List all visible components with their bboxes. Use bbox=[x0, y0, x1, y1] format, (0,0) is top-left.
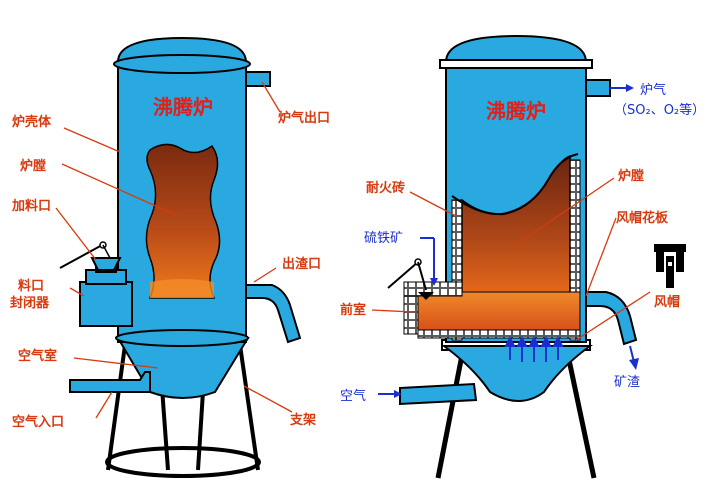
right-support-frame bbox=[435, 354, 597, 479]
label-gas: 炉气 bbox=[640, 82, 666, 98]
label-feed-seal-1: 料口 bbox=[18, 278, 44, 294]
left-leader-lines bbox=[55, 81, 293, 419]
right-gas-outlet-pipe bbox=[585, 79, 611, 97]
label-gas-note: （SO₂、O₂等） bbox=[614, 102, 705, 118]
left-slag-outlet-pipe bbox=[245, 284, 302, 344]
left-chamber-window bbox=[145, 143, 221, 299]
air-cap-plate bbox=[417, 329, 581, 339]
right-leader-lines bbox=[371, 177, 651, 341]
air-arrow bbox=[378, 390, 402, 398]
left-shell-bottom-rim bbox=[115, 329, 249, 347]
air-flow-arrows bbox=[504, 335, 564, 362]
label-feed-port: 加料口 bbox=[11, 198, 51, 214]
pyrite-feed-device bbox=[387, 237, 438, 300]
label-slag-outlet: 出渣口 bbox=[282, 256, 321, 272]
right-slag-outlet-pipe bbox=[585, 291, 638, 346]
right-boiling-bed bbox=[411, 291, 581, 331]
label-air-chamber: 空气室 bbox=[18, 348, 57, 364]
right-top-flange bbox=[439, 59, 593, 69]
label-left-chamber: 炉膛 bbox=[20, 158, 46, 174]
label-firebrick: 耐火砖 bbox=[366, 180, 405, 196]
left-gas-outlet-pipe bbox=[245, 71, 271, 87]
air-cap-icon bbox=[654, 244, 686, 288]
left-top-rim bbox=[113, 54, 251, 74]
label-pyrite: 硫铁矿 bbox=[364, 231, 403, 246]
label-slag: 矿渣 bbox=[614, 375, 640, 390]
label-gas-outlet: 炉气出口 bbox=[278, 110, 330, 126]
label-shell: 炉壳体 bbox=[12, 114, 52, 130]
label-front-chamber: 前室 bbox=[340, 302, 366, 318]
label-air: 空气 bbox=[340, 388, 366, 404]
slag-arrow bbox=[629, 345, 639, 370]
gas-arrow bbox=[610, 84, 634, 92]
left-feed-device bbox=[59, 241, 133, 327]
right-cone bbox=[440, 345, 594, 402]
label-right-chamber: 炉膛 bbox=[618, 168, 644, 184]
right-title: 沸腾炉 bbox=[486, 99, 546, 123]
label-support: 支架 bbox=[289, 412, 316, 428]
right-air-inlet-pipe bbox=[399, 382, 478, 406]
left-fire-bed bbox=[150, 279, 214, 298]
label-feed-seal-2: 封闭器 bbox=[10, 295, 50, 311]
right-dome bbox=[444, 34, 588, 63]
left-title: 沸腾炉 bbox=[153, 95, 213, 119]
label-cap: 风帽 bbox=[654, 294, 680, 310]
label-cap-plate: 风帽花板 bbox=[616, 210, 669, 226]
label-air-inlet: 空气入口 bbox=[12, 414, 64, 430]
right-chamber-top-curve bbox=[451, 153, 579, 216]
right-furnace: 沸腾炉 炉气 （SO₂、O₂等） 炉膛 耐火砖 硫铁矿 风帽花板 前室 风帽 空… bbox=[340, 34, 705, 479]
front-chamber-roof bbox=[403, 281, 463, 297]
left-air-inlet-pipe bbox=[69, 371, 151, 393]
left-furnace: 沸腾炉 炉壳体 炉膛 加料口 料口 封闭器 空气室 空气入口 炉气出口 出渣口 … bbox=[10, 36, 330, 478]
